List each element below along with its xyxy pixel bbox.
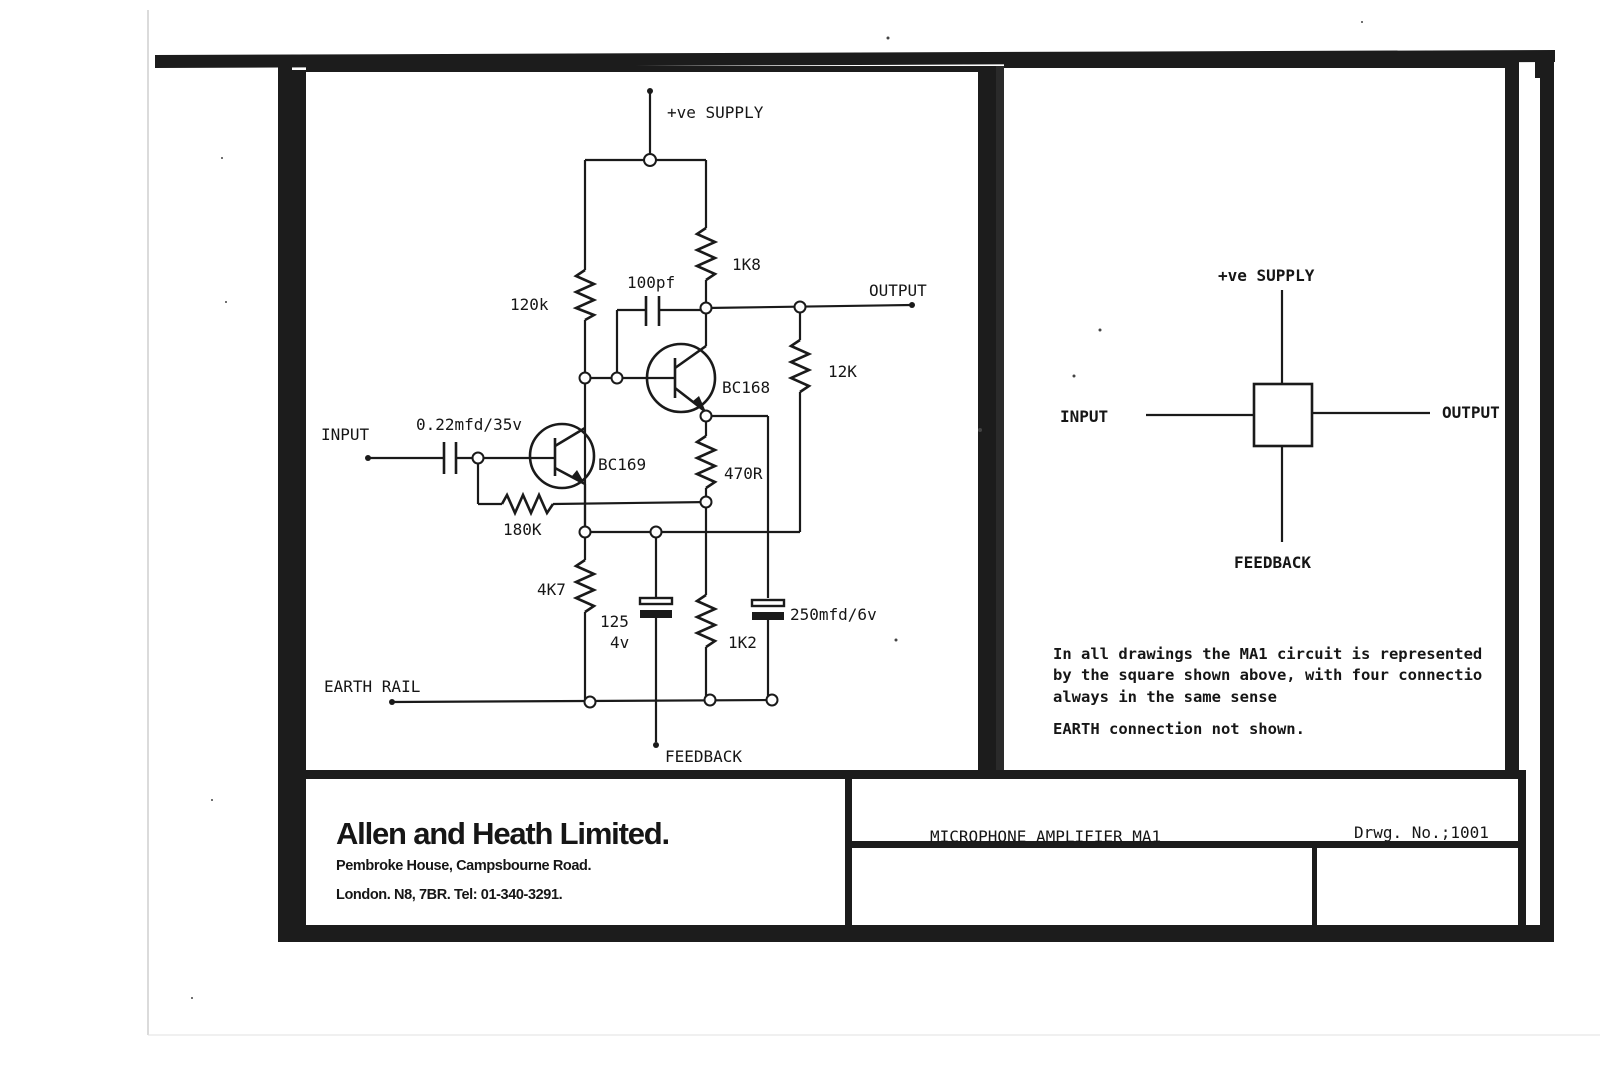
label-250mfd: 250mfd/6v xyxy=(790,605,877,624)
earth-rail-label: EARTH RAIL xyxy=(324,677,420,696)
symbol-input-label: INPUT xyxy=(1060,407,1108,426)
amplifier-schematic: +ve SUPPLY OUTPUT INPUT EARTH RAIL FEEDB… xyxy=(321,88,927,766)
capacitor-250 xyxy=(750,598,786,608)
drawing-frame xyxy=(155,50,1555,942)
label-125: 125 xyxy=(600,612,629,631)
transistor-bc168 xyxy=(617,342,717,414)
resistor-1k8 xyxy=(693,226,719,282)
symbol-note-line2: by the square shown above, with four con… xyxy=(1053,666,1482,684)
resistor-180k xyxy=(500,491,555,517)
drawing-title: MICROPHONE AMPLIFIER MA1 xyxy=(930,827,1161,846)
scan-specks xyxy=(191,21,1363,999)
company-address-line1: Pembroke House, Campsbourne Road. xyxy=(336,858,591,874)
label-4v: 4v xyxy=(610,633,629,652)
resistor-12k xyxy=(787,338,813,394)
label-120k: 120k xyxy=(510,295,549,314)
label-1k8: 1K8 xyxy=(732,255,761,274)
resistor-470r xyxy=(693,434,719,490)
symbol-output-label: OUTPUT xyxy=(1442,403,1500,422)
capacitor-125 xyxy=(638,596,674,606)
symbol-supply-label: +ve SUPPLY xyxy=(1218,266,1315,285)
label-4k7: 4K7 xyxy=(537,580,566,599)
drawing-number: Drwg. No.;1001 xyxy=(1354,823,1489,842)
feedback-label: FEEDBACK xyxy=(665,747,742,766)
output-label: OUTPUT xyxy=(869,281,927,300)
ma1-symbol-panel: +ve SUPPLY INPUT OUTPUT FEEDBACK In all … xyxy=(1053,266,1500,738)
ma1-symbol-square xyxy=(1252,382,1314,448)
label-100pf: 100pf xyxy=(627,273,675,292)
symbol-note-line1: In all drawings the MA1 circuit is repre… xyxy=(1053,645,1482,663)
label-470r: 470R xyxy=(724,464,763,483)
supply-label: +ve SUPPLY xyxy=(667,103,764,122)
resistor-120k xyxy=(572,268,598,322)
resistor-4k7 xyxy=(572,558,598,614)
company-name: Allen and Heath Limited. xyxy=(336,816,669,851)
company-address-line2: London. N8, 7BR. Tel: 01-340-3291. xyxy=(336,887,563,903)
resistor-1k2 xyxy=(693,593,719,649)
title-block: Allen and Heath Limited. Pembroke House,… xyxy=(336,816,1489,903)
label-bc169: BC169 xyxy=(598,455,646,474)
symbol-feedback-label: FEEDBACK xyxy=(1234,553,1311,572)
label-bc168: BC168 xyxy=(722,378,770,397)
label-1k2: 1K2 xyxy=(728,633,757,652)
label-input-cap: 0.22mfd/35v xyxy=(416,415,522,434)
label-12k: 12K xyxy=(828,362,857,381)
transistor-bc169 xyxy=(528,422,596,490)
symbol-note-line4: EARTH connection not shown. xyxy=(1053,720,1305,738)
label-180k: 180K xyxy=(503,520,542,539)
input-label: INPUT xyxy=(321,425,370,444)
symbol-note-line3: always in the same sense xyxy=(1053,688,1277,706)
